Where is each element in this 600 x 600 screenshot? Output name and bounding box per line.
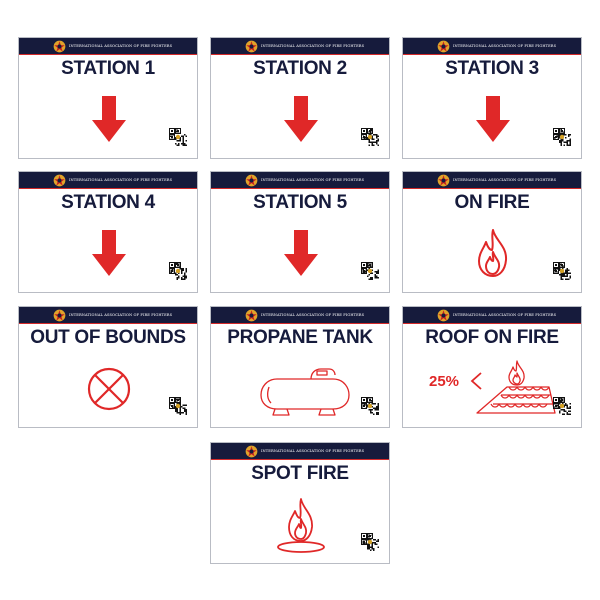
propane-tank-icon <box>260 368 350 416</box>
qr-code-icon <box>553 128 571 146</box>
card-header: INTERNATIONAL ASSOCIATION OF FIRE FIGHTE… <box>211 307 389 323</box>
qr-code-icon <box>553 262 571 280</box>
down-arrow-icon <box>284 230 318 276</box>
qr-code-icon <box>361 262 379 280</box>
header-divider <box>403 188 581 189</box>
iaff-logo-icon <box>245 445 258 458</box>
iaff-logo-icon <box>437 309 450 322</box>
sign-card-station-2: INTERNATIONAL ASSOCIATION OF FIRE FIGHTE… <box>210 37 390 159</box>
sign-card-propane-tank: INTERNATIONAL ASSOCIATION OF FIRE FIGHTE… <box>210 306 390 428</box>
card-header: INTERNATIONAL ASSOCIATION OF FIRE FIGHTE… <box>19 307 197 323</box>
circle-x-icon <box>87 367 131 411</box>
flame-icon <box>478 229 508 277</box>
iaff-logo-icon <box>437 174 450 187</box>
sign-title: OUT OF BOUNDS <box>30 327 186 348</box>
sign-card-station-3: INTERNATIONAL ASSOCIATION OF FIRE FIGHTE… <box>402 37 582 159</box>
iaff-logo-icon <box>53 40 66 53</box>
sign-title: STATION 4 <box>61 192 155 213</box>
sign-card-on-fire: INTERNATIONAL ASSOCIATION OF FIRE FIGHTE… <box>402 171 582 293</box>
down-arrow-icon <box>92 230 126 276</box>
card-header: INTERNATIONAL ASSOCIATION OF FIRE FIGHTE… <box>403 172 581 188</box>
spot-fire-icon <box>277 498 325 553</box>
iaff-logo-icon <box>53 174 66 187</box>
roof-pitch-label: 25% <box>429 373 460 390</box>
sign-card-station-5: INTERNATIONAL ASSOCIATION OF FIRE FIGHTE… <box>210 171 390 293</box>
qr-code-icon <box>169 262 187 280</box>
org-name: INTERNATIONAL ASSOCIATION OF FIRE FIGHTE… <box>453 44 557 48</box>
header-divider <box>403 323 581 324</box>
sign-card-station-4: INTERNATIONAL ASSOCIATION OF FIRE FIGHTE… <box>18 171 198 293</box>
iaff-logo-icon <box>245 309 258 322</box>
header-divider <box>19 54 197 55</box>
sign-title: STATION 2 <box>253 58 347 79</box>
sign-title: PROPANE TANK <box>227 327 373 348</box>
header-divider <box>211 54 389 55</box>
sign-title: SPOT FIRE <box>251 463 349 484</box>
card-header: INTERNATIONAL ASSOCIATION OF FIRE FIGHTE… <box>211 172 389 188</box>
sign-title: ON FIRE <box>454 192 530 213</box>
sign-title: STATION 3 <box>445 58 539 79</box>
chevron-left-icon <box>470 372 482 390</box>
header-divider <box>211 188 389 189</box>
sign-card-out-of-bounds: INTERNATIONAL ASSOCIATION OF FIRE FIGHTE… <box>18 306 198 428</box>
sign-title: STATION 5 <box>253 192 347 213</box>
sign-title: STATION 1 <box>61 58 155 79</box>
card-header: INTERNATIONAL ASSOCIATION OF FIRE FIGHTE… <box>19 172 197 188</box>
card-header: INTERNATIONAL ASSOCIATION OF FIRE FIGHTE… <box>211 443 389 459</box>
qr-code-icon <box>361 128 379 146</box>
header-divider <box>211 323 389 324</box>
iaff-logo-icon <box>53 309 66 322</box>
org-name: INTERNATIONAL ASSOCIATION OF FIRE FIGHTE… <box>453 178 557 182</box>
header-divider <box>403 54 581 55</box>
org-name: INTERNATIONAL ASSOCIATION OF FIRE FIGHTE… <box>453 313 557 317</box>
qr-code-icon <box>361 533 379 551</box>
header-divider <box>19 188 197 189</box>
down-arrow-icon <box>92 96 126 142</box>
qr-code-icon <box>169 397 187 415</box>
roof-fire-icon <box>476 360 556 414</box>
iaff-logo-icon <box>437 40 450 53</box>
card-header: INTERNATIONAL ASSOCIATION OF FIRE FIGHTE… <box>211 38 389 54</box>
iaff-logo-icon <box>245 174 258 187</box>
org-name: INTERNATIONAL ASSOCIATION OF FIRE FIGHTE… <box>261 449 365 453</box>
org-name: INTERNATIONAL ASSOCIATION OF FIRE FIGHTE… <box>69 313 173 317</box>
org-name: INTERNATIONAL ASSOCIATION OF FIRE FIGHTE… <box>69 44 173 48</box>
sign-card-station-1: INTERNATIONAL ASSOCIATION OF FIRE FIGHTE… <box>18 37 198 159</box>
org-name: INTERNATIONAL ASSOCIATION OF FIRE FIGHTE… <box>69 178 173 182</box>
iaff-logo-icon <box>245 40 258 53</box>
org-name: INTERNATIONAL ASSOCIATION OF FIRE FIGHTE… <box>261 44 365 48</box>
card-header: INTERNATIONAL ASSOCIATION OF FIRE FIGHTE… <box>403 38 581 54</box>
card-header: INTERNATIONAL ASSOCIATION OF FIRE FIGHTE… <box>19 38 197 54</box>
sign-card-spot-fire: INTERNATIONAL ASSOCIATION OF FIRE FIGHTE… <box>210 442 390 564</box>
qr-code-icon <box>361 397 379 415</box>
down-arrow-icon <box>476 96 510 142</box>
org-name: INTERNATIONAL ASSOCIATION OF FIRE FIGHTE… <box>261 313 365 317</box>
sign-card-roof-on-fire: INTERNATIONAL ASSOCIATION OF FIRE FIGHTE… <box>402 306 582 428</box>
header-divider <box>211 459 389 460</box>
down-arrow-icon <box>284 96 318 142</box>
sign-title: ROOF ON FIRE <box>425 327 559 348</box>
org-name: INTERNATIONAL ASSOCIATION OF FIRE FIGHTE… <box>261 178 365 182</box>
card-header: INTERNATIONAL ASSOCIATION OF FIRE FIGHTE… <box>403 307 581 323</box>
qr-code-icon <box>169 128 187 146</box>
header-divider <box>19 323 197 324</box>
qr-code-icon <box>553 397 571 415</box>
